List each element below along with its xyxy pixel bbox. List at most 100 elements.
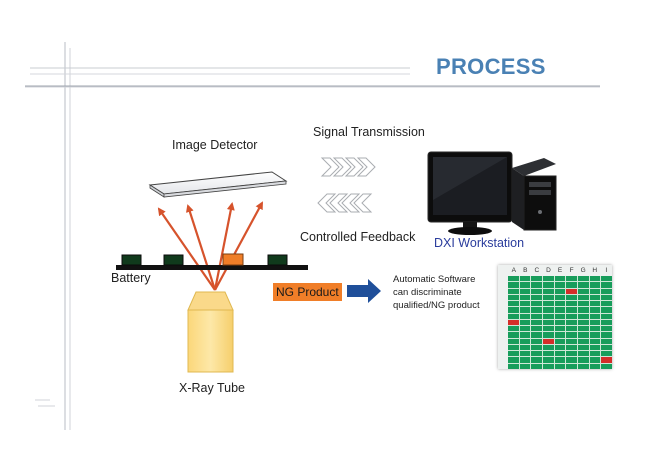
grid-cell — [531, 301, 542, 307]
grid-cell — [531, 282, 542, 288]
grid-cell — [519, 307, 531, 313]
grid-cell — [519, 357, 531, 363]
grid-cell — [554, 288, 566, 294]
grid-cell — [566, 301, 577, 307]
grid-cell — [601, 288, 612, 294]
software-note: Automatic Software can discriminate qual… — [393, 274, 480, 311]
grid-cell — [519, 363, 531, 369]
grid-cell — [543, 313, 554, 319]
grid-cell — [508, 351, 519, 357]
grid-cell — [554, 338, 566, 344]
battery-label: Battery — [111, 271, 151, 285]
grid-cell — [578, 276, 589, 282]
grid-cell — [519, 313, 531, 319]
grid-cell — [589, 344, 601, 351]
grid-cell — [578, 344, 589, 351]
grid-cell — [508, 276, 519, 282]
grid-cell — [519, 276, 531, 282]
grid-cell — [531, 326, 542, 332]
grid-cell — [601, 301, 612, 307]
grid-cell — [531, 313, 542, 319]
image-detector-label: Image Detector — [172, 138, 258, 152]
grid-cell — [589, 351, 601, 357]
signal-transmission-arrows — [320, 157, 376, 177]
grid-cell — [601, 319, 612, 326]
grid-cell — [554, 363, 566, 369]
workstation-label: DXI Workstation — [434, 236, 525, 250]
result-grid-cells — [508, 276, 612, 369]
page-title: PROCESS — [436, 54, 546, 79]
controlled-feedback-label: Controlled Feedback — [300, 230, 416, 244]
grid-cell — [566, 363, 577, 369]
grid-cell — [543, 307, 554, 313]
grid-cell — [508, 288, 519, 294]
grid-cell — [589, 282, 601, 288]
grid-cell — [554, 332, 566, 338]
grid-cell-ng — [601, 357, 612, 363]
grid-cell — [554, 282, 566, 288]
grid-cell — [566, 357, 577, 363]
grid-cell — [589, 338, 601, 344]
grid-cell — [589, 288, 601, 294]
grid-cell — [531, 357, 542, 363]
grid-cell — [566, 319, 577, 326]
grid-cell — [543, 319, 554, 326]
grid-cell — [543, 357, 554, 363]
grid-cell — [566, 338, 577, 344]
grid-cell — [589, 363, 601, 369]
grid-cell — [601, 332, 612, 338]
grid-cell — [531, 319, 542, 326]
grid-cell — [578, 338, 589, 344]
grid-column-label: C — [534, 267, 540, 274]
xray-tube — [187, 291, 234, 373]
grid-cell — [508, 313, 519, 319]
grid-cell — [578, 307, 589, 313]
grid-cell — [531, 338, 542, 344]
grid-cell — [578, 326, 589, 332]
grid-cell — [508, 357, 519, 363]
grid-cell — [566, 332, 577, 338]
ng-arrow — [347, 279, 381, 303]
grid-cell — [519, 344, 531, 351]
grid-cell — [578, 301, 589, 307]
grid-cell — [589, 307, 601, 313]
grid-cell — [601, 326, 612, 332]
signal-transmission-label: Signal Transmission — [313, 125, 425, 139]
grid-cell — [578, 363, 589, 369]
grid-cell — [531, 294, 542, 301]
grid-cell — [508, 301, 519, 307]
grid-cell — [601, 344, 612, 351]
grid-cell — [578, 282, 589, 288]
grid-cell — [554, 276, 566, 282]
grid-column-label: B — [523, 267, 528, 274]
grid-cell — [531, 363, 542, 369]
grid-cell — [543, 332, 554, 338]
grid-cell — [554, 357, 566, 363]
grid-cell — [566, 276, 577, 282]
grid-cell — [578, 288, 589, 294]
grid-cell — [589, 332, 601, 338]
grid-cell — [554, 313, 566, 319]
grid-cell — [589, 326, 601, 332]
grid-column-label: D — [546, 267, 551, 274]
grid-column-label: H — [592, 267, 598, 274]
grid-column-label: A — [511, 267, 516, 274]
grid-column-label: G — [580, 267, 586, 274]
grid-cell — [519, 288, 531, 294]
grid-cell — [531, 344, 542, 351]
grid-cell — [543, 294, 554, 301]
grid-cell — [566, 351, 577, 357]
grid-cell — [531, 288, 542, 294]
grid-cell — [519, 332, 531, 338]
grid-cell — [508, 344, 519, 351]
grid-cell — [554, 319, 566, 326]
grid-cell — [543, 326, 554, 332]
grid-cell — [531, 351, 542, 357]
grid-cell — [601, 294, 612, 301]
grid-column-label: I — [605, 267, 608, 274]
image-detector — [148, 171, 288, 198]
